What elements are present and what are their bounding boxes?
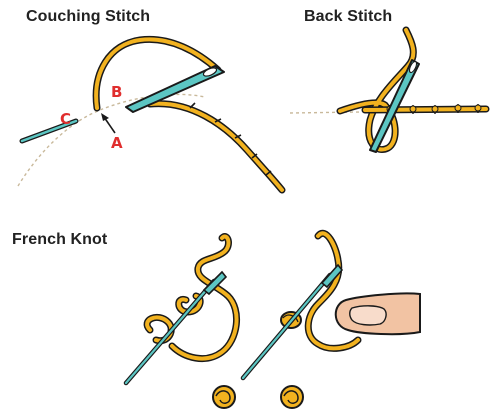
label-b: B [111,83,122,101]
finger-icon [336,293,420,334]
knot-icon [213,386,235,408]
back-guide-line [290,112,360,113]
back-stitch-illustration [290,30,486,152]
label-c: C [60,110,71,128]
thread-icon [150,103,282,190]
french-knot-step2 [243,233,420,378]
couching-illustration: B C A [18,39,282,190]
label-a: A [111,134,123,152]
arrow-a [101,113,115,133]
needle-icon [243,265,342,378]
french-knot-step1 [126,237,237,383]
knot-icon [281,386,303,408]
needle-icon [126,272,226,383]
